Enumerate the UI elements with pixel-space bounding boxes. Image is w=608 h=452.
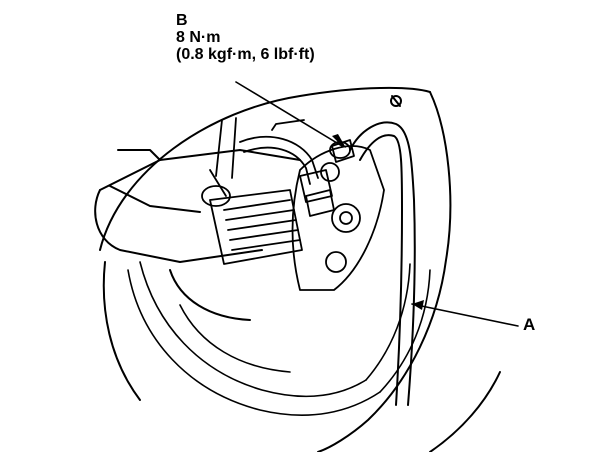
arrowhead-b	[332, 134, 346, 148]
leader-line-a	[411, 303, 519, 327]
callout-b-torque-imperial: (0.8 kgf·m, 6 lbf·ft)	[176, 46, 315, 63]
brake-pipe	[239, 119, 333, 203]
leader-line-b	[235, 81, 343, 147]
callout-b-letter: B	[176, 12, 188, 29]
shock-absorber	[201, 117, 303, 265]
caliper	[291, 145, 385, 291]
control-arm	[94, 149, 301, 321]
callout-a-letter: A	[523, 315, 536, 334]
leader-arrowheads	[332, 134, 424, 310]
arrowhead-a	[412, 300, 424, 310]
tire-arcs	[127, 261, 431, 416]
fender-outline	[99, 86, 501, 452]
callout-b: B 8 N·m (0.8 kgf·m, 6 lbf·ft)	[176, 12, 315, 63]
leader-lines	[235, 81, 519, 327]
callout-b-torque-metric: 8 N·m	[176, 29, 221, 46]
callout-a: A	[523, 316, 535, 333]
brake-hose-a	[349, 95, 416, 406]
